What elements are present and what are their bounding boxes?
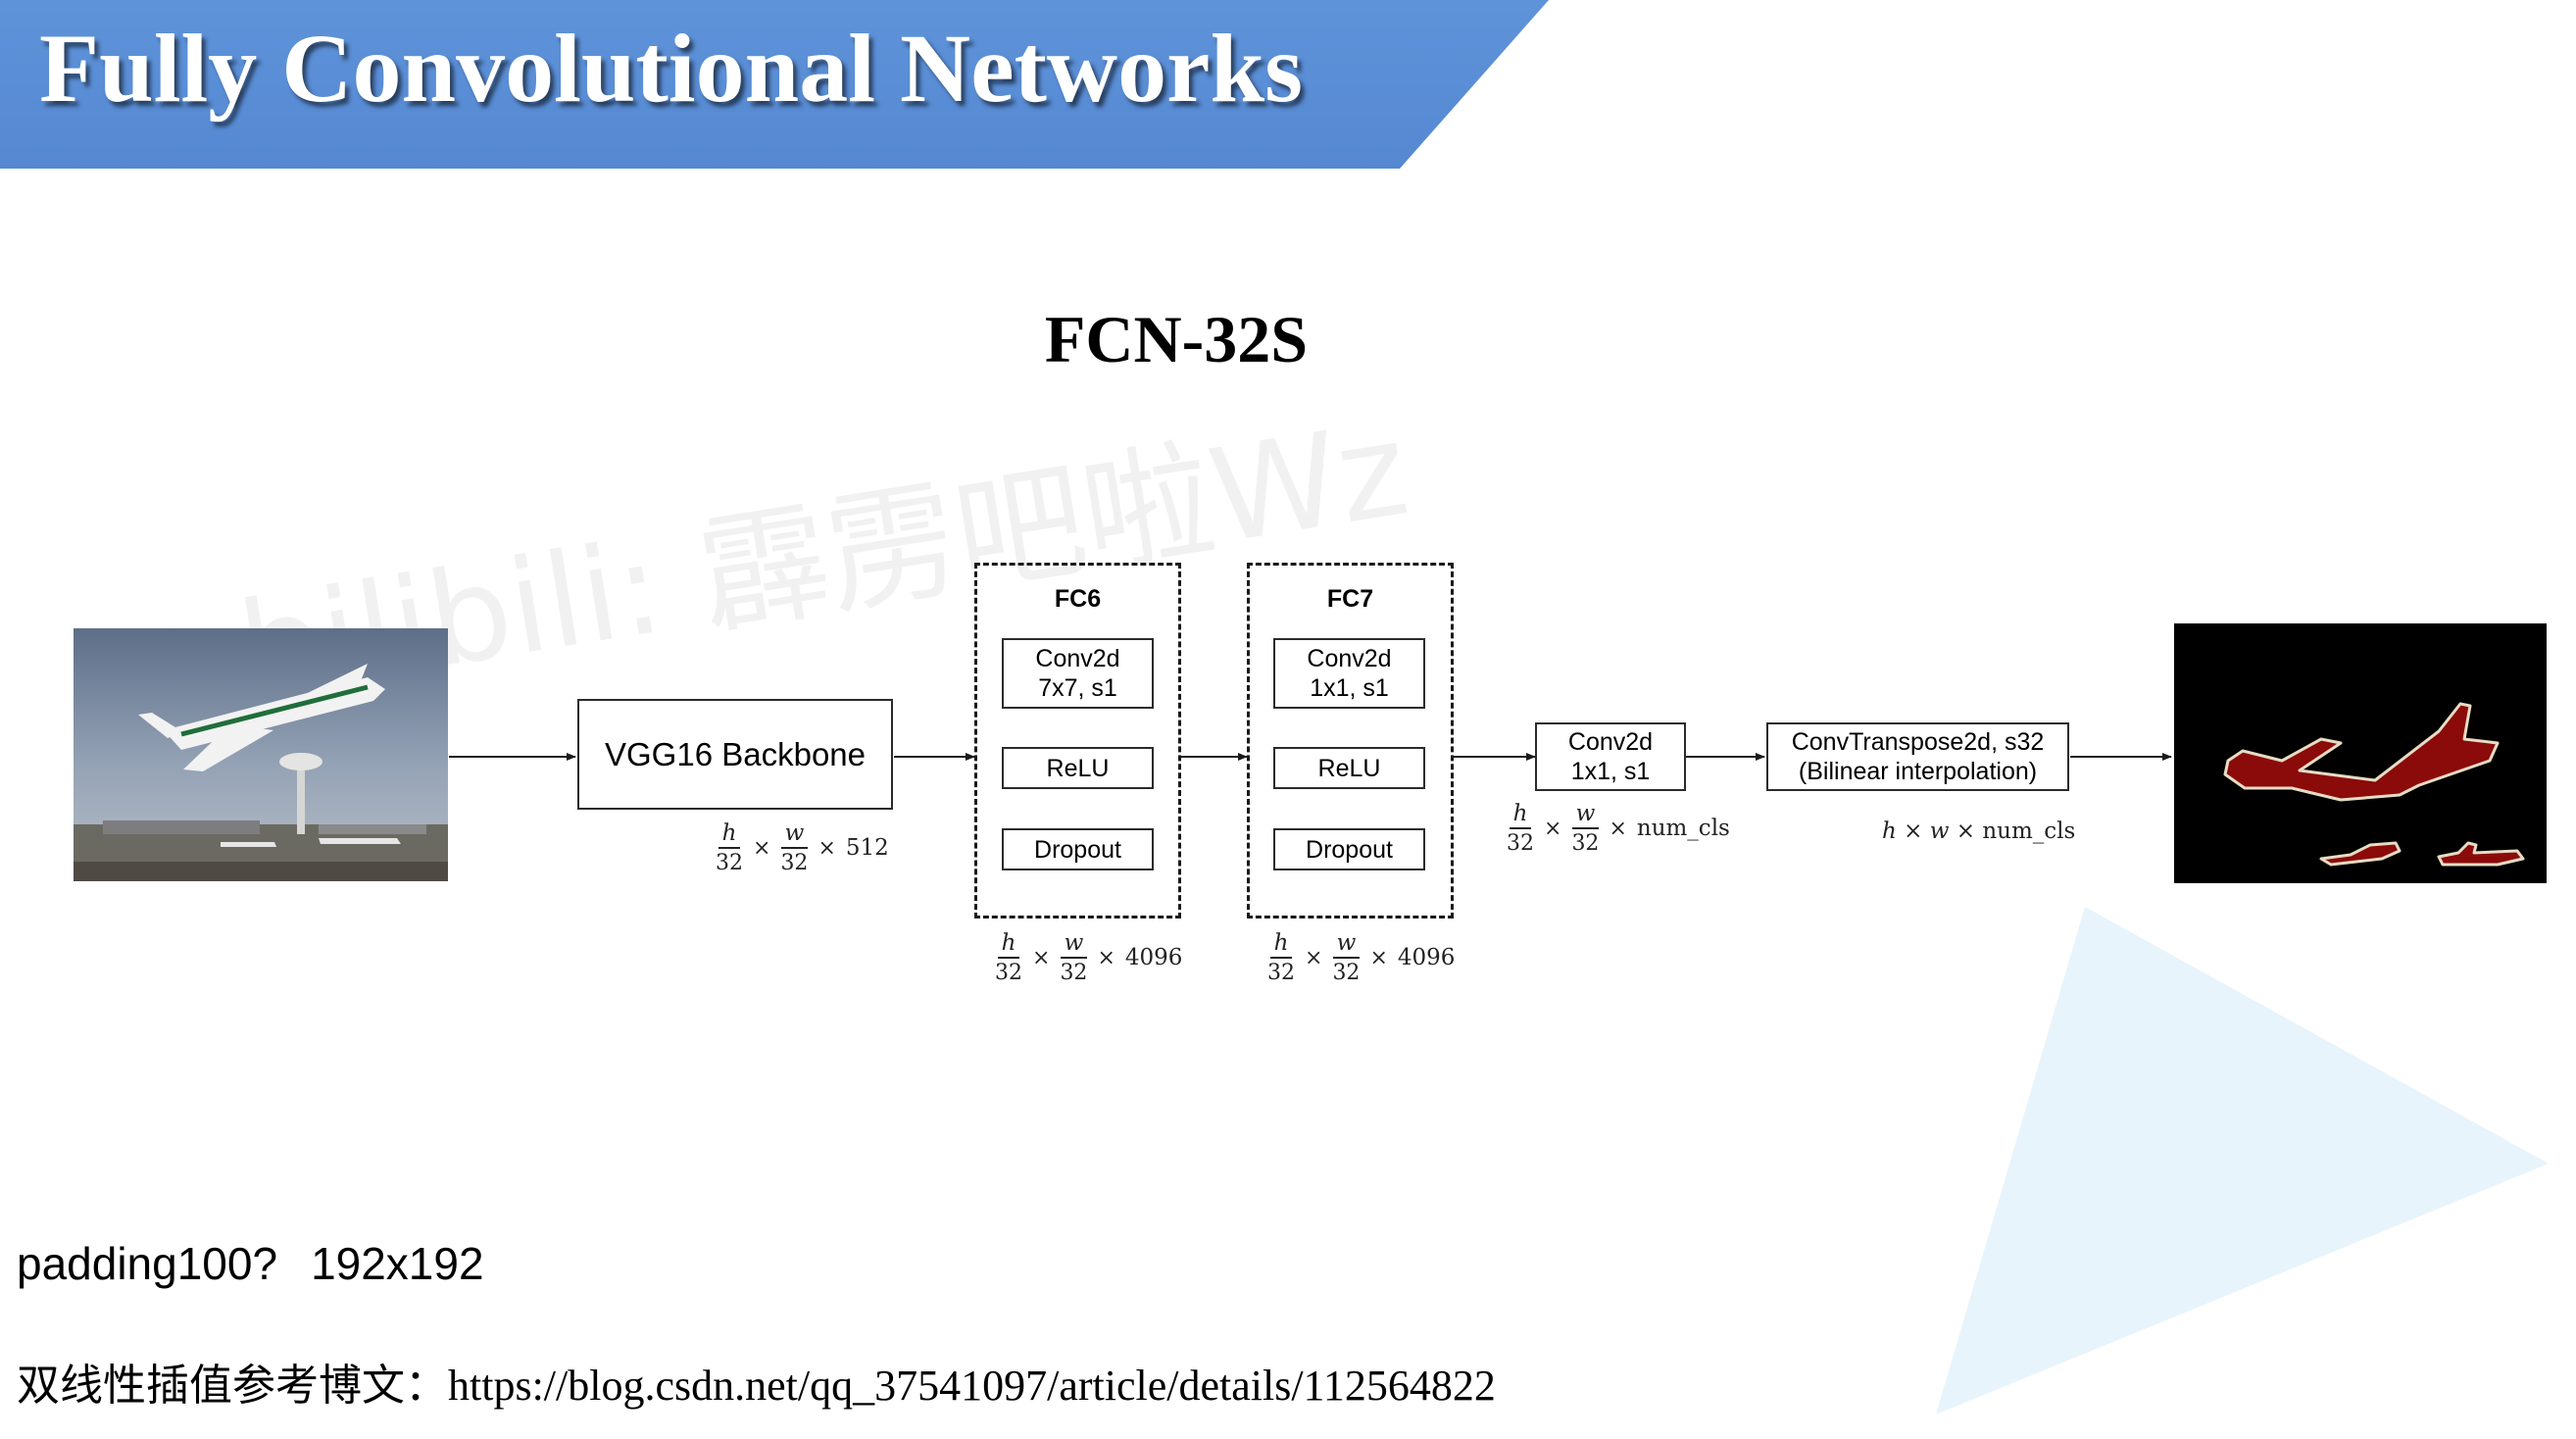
fc7-relu-block: ReLU [1273,747,1425,789]
score-conv-block: Conv2d 1x1, s1 [1535,722,1686,791]
vgg16-backbone-block: VGG16 Backbone [577,699,893,810]
padding-note-text: padding100? [17,1238,278,1289]
fc6-dropout-block: Dropout [1002,828,1154,870]
reference-note: 双线性插值参考博文：https://blog.csdn.net/qq_37541… [17,1350,1496,1413]
input-image [74,628,448,881]
size-note-text: 192x192 [311,1238,484,1289]
upsample-output-dims: h × w × num_cls [1882,819,2076,844]
fc7-group: FC7 [1247,563,1454,918]
airplane-mask-small-left [2319,841,2402,867]
decorative-triangle [1936,907,2549,1414]
reference-label: 双线性插值参考博文： [17,1361,448,1411]
vgg16-backbone-label: VGG16 Backbone [605,735,866,772]
title-banner [0,0,1549,169]
fc6-label: FC6 [1054,585,1102,613]
reference-url: https://blog.csdn.net/qq_37541097/articl… [448,1362,1496,1410]
airplane-mask-large [2223,702,2500,802]
fc6-group: FC6 [974,563,1181,918]
output-mask [2174,623,2547,883]
airplane-mask-small-right [2437,841,2525,867]
fc6-relu-block: ReLU [1002,747,1154,789]
diagram-title: FCN-32S [1044,302,1309,376]
fc6-conv-block: Conv2d 7x7, s1 [1002,638,1154,709]
padding-note: padding100? 192x192 [17,1237,484,1290]
page-title: Fully Convolutional Networks [39,14,1304,123]
upsample-block: ConvTranspose2d, s32 (Bilinear interpola… [1766,722,2069,791]
fc7-conv-block: Conv2d 1x1, s1 [1273,638,1425,709]
fc7-dropout-block: Dropout [1273,828,1425,870]
fc7-label: FC7 [1326,585,1374,613]
